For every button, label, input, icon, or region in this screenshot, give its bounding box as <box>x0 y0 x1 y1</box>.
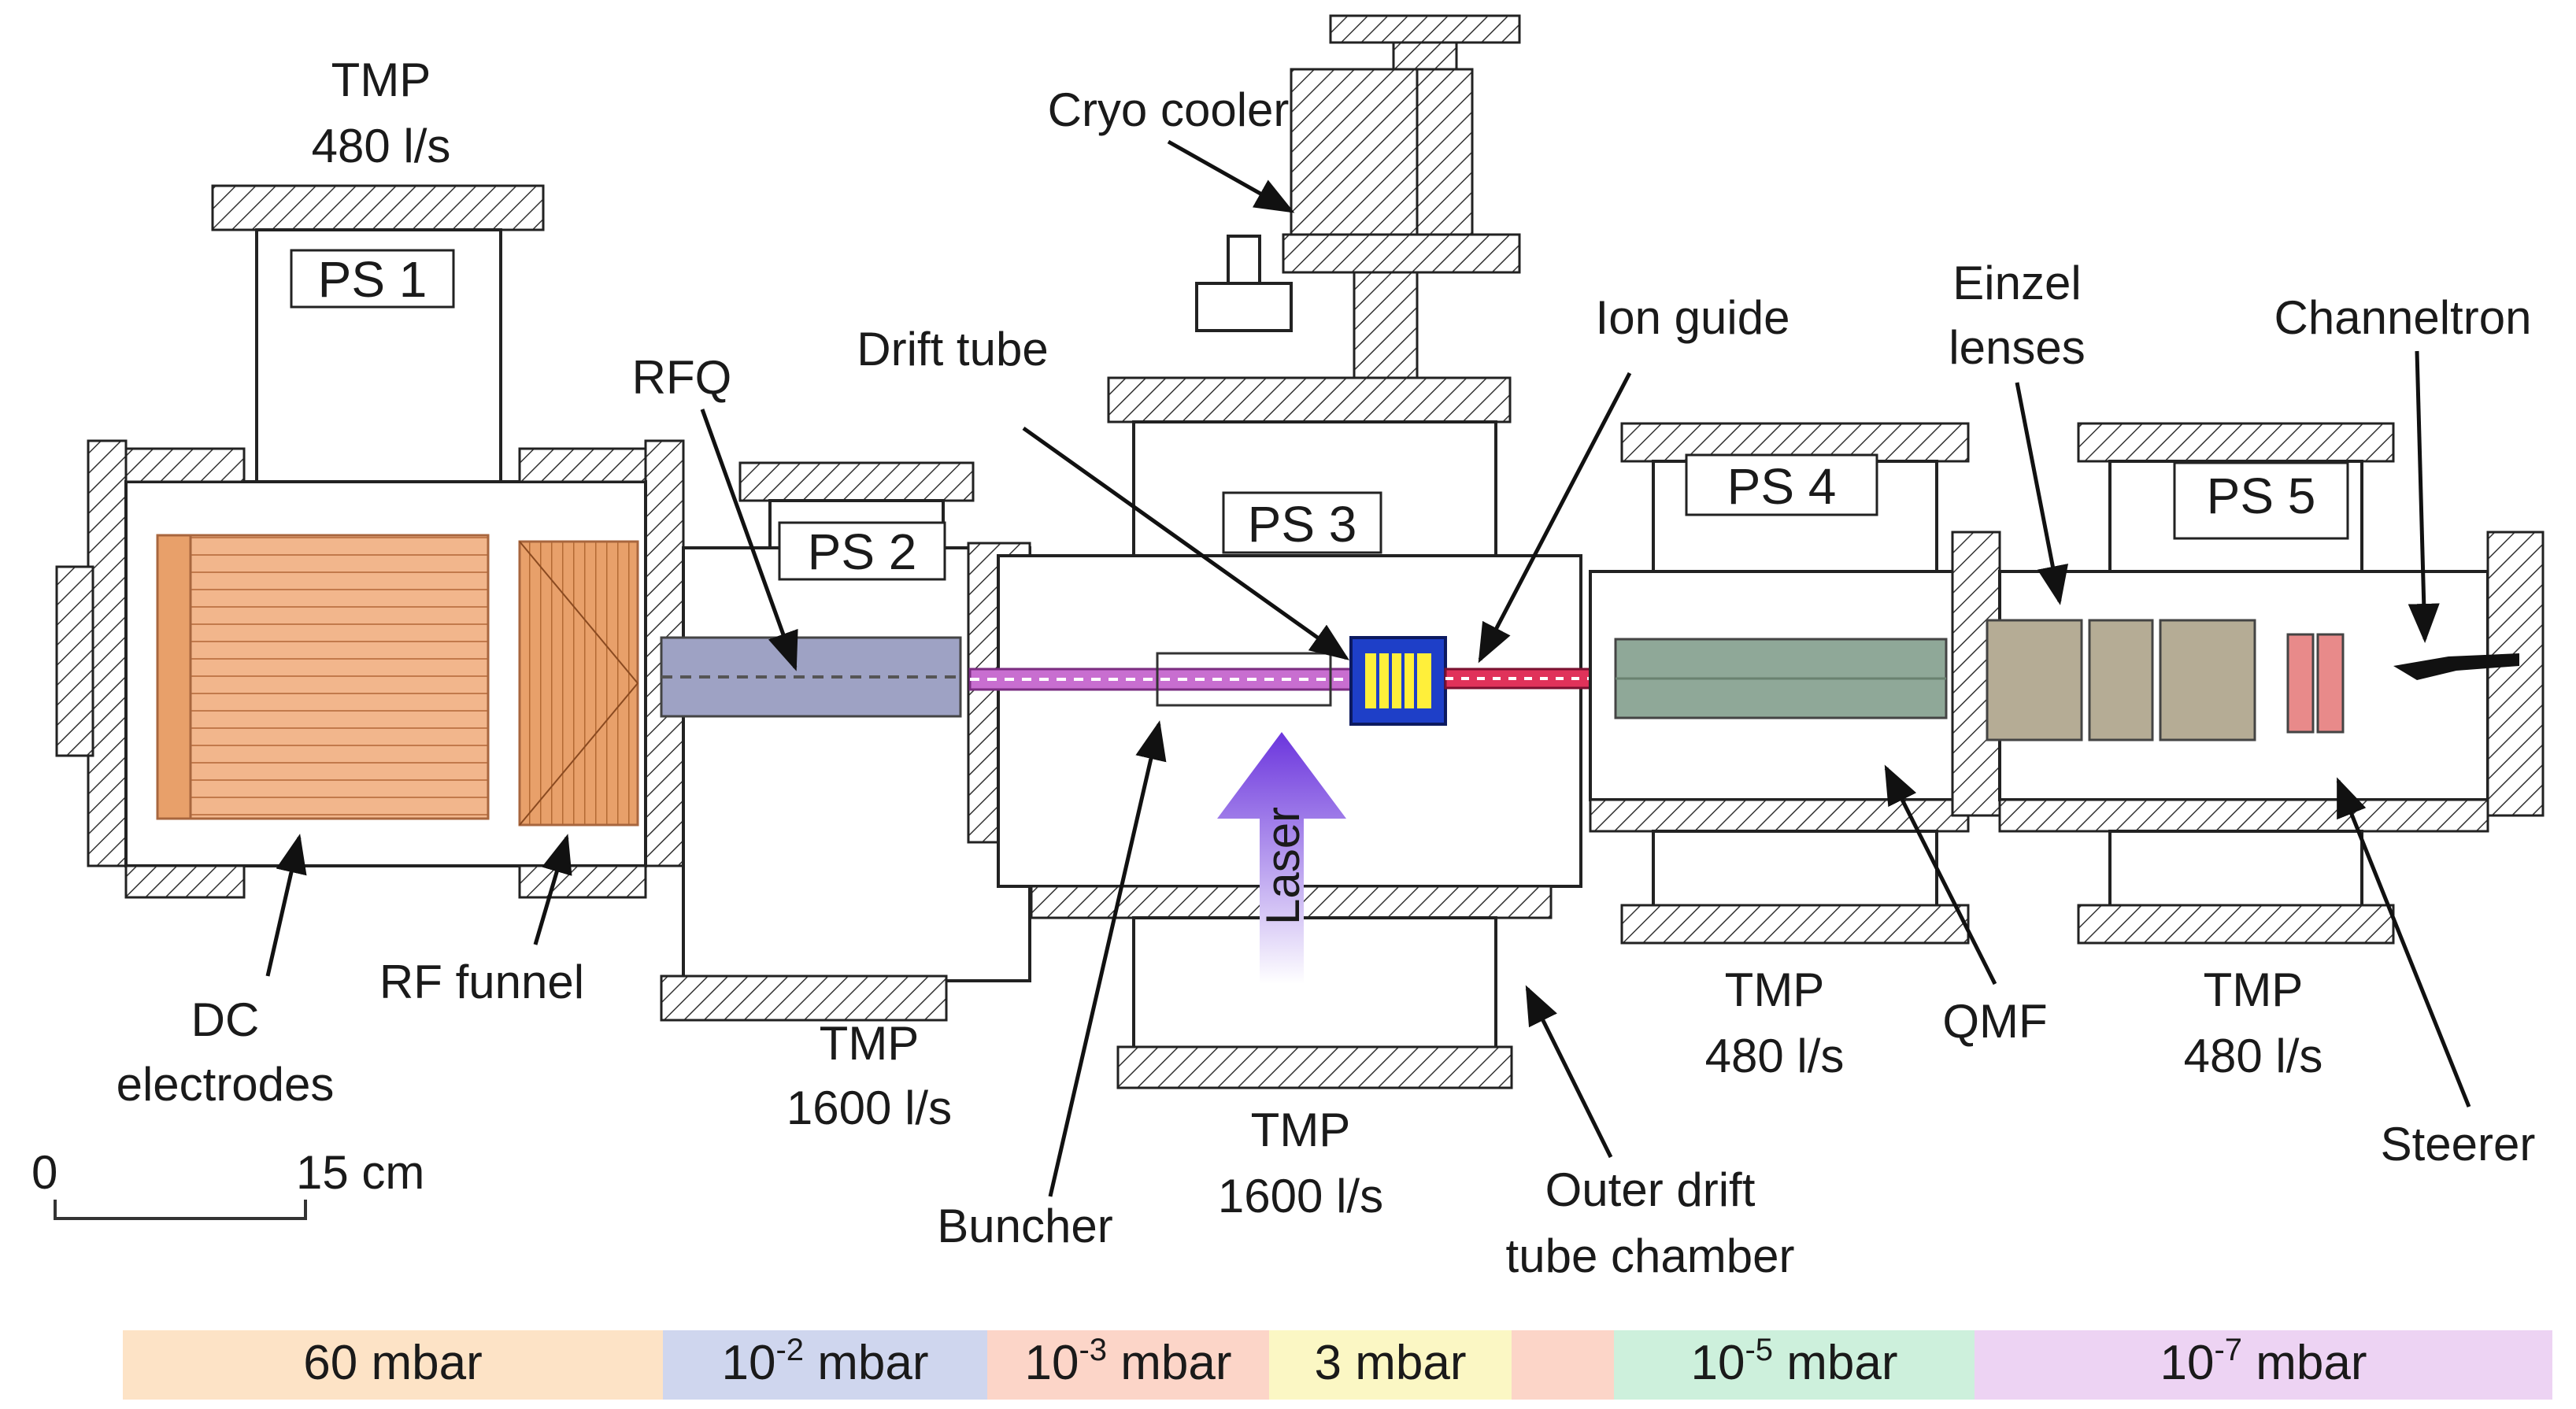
dc-electrodes-cap <box>156 534 192 820</box>
dc-electrodes-label-1: DC <box>191 993 260 1046</box>
ps1-pump-speed: 480 l/s <box>312 120 451 172</box>
rf-funnel-label: RF funnel <box>379 956 584 1008</box>
arrow-outer-drift <box>1525 985 1613 1159</box>
pressure-segment-label: 10-7 mbar <box>2160 1333 2367 1390</box>
dc-electrodes-label-2: electrodes <box>117 1058 335 1111</box>
arrow-drift-tube <box>1022 426 1350 660</box>
pressure-segment <box>1975 1330 2552 1400</box>
pressure-segment-label: 10-2 mbar <box>721 1333 928 1390</box>
scale-end-label: 15 cm <box>296 1146 424 1199</box>
ps5-chamber <box>1951 422 2545 945</box>
cryo-cooler-label: Cryo cooler <box>1048 83 1290 136</box>
pressure-segment <box>1512 1330 1614 1400</box>
arrow-cryo-cooler <box>1167 139 1295 213</box>
ps1-pump-type: TMP <box>331 54 431 106</box>
arrow-qmf <box>1884 764 1997 986</box>
einzel-label-2: lenses <box>1949 321 2085 374</box>
ps3-name: PS 3 <box>1248 496 1357 553</box>
pressure-segment <box>663 1330 987 1400</box>
ps3-chamber <box>968 14 1604 1089</box>
ps4-name: PS 4 <box>1727 458 1837 515</box>
ps4-box: PS 4 <box>1685 453 1878 516</box>
pressure-bar: 60 mbar 10-2 mbar 10-3 mbar 3 mbar 10-5 mbar… <box>123 1330 2552 1400</box>
ion-guide-label: Ion guide <box>1596 291 1790 344</box>
arrow-dc-electrodes <box>265 834 307 977</box>
arrow-einzel <box>2015 382 2069 605</box>
pressure-segment <box>123 1330 663 1400</box>
channeltron <box>2393 653 2519 680</box>
ps5-pump-speed: 480 l/s <box>2184 1030 2323 1082</box>
dc-electrodes <box>156 534 490 820</box>
ion-guide <box>1444 668 1604 690</box>
pressure-segment <box>1614 1330 1975 1400</box>
drift-tube-label: Drift tube <box>857 323 1048 375</box>
ps4-pump-speed: 480 l/s <box>1705 1030 1845 1082</box>
arrow-steerer <box>2336 777 2471 1108</box>
arrow-channeltron <box>2408 350 2440 643</box>
buncher <box>1349 636 1447 726</box>
arrow-buncher <box>1048 720 1167 1197</box>
ps5-pump-type: TMP <box>2204 963 2304 1016</box>
laser-arrow <box>1217 732 1346 984</box>
ps1-name: PS 1 <box>318 251 427 308</box>
einzel-lenses <box>1986 619 2256 741</box>
pressure-segment <box>1269 1330 1512 1400</box>
pressure-segment-label: 3 mbar <box>1315 1336 1467 1390</box>
steerer <box>2286 633 2345 734</box>
pressure-segment <box>987 1330 1269 1400</box>
rf-funnel <box>518 540 639 827</box>
outer-drift-label-1: Outer drift <box>1545 1163 1756 1216</box>
einzel-label-1: Einzel <box>1952 257 2081 309</box>
ps2-pump-type: TMP <box>820 1017 920 1070</box>
scale-start-label: 0 <box>31 1146 57 1199</box>
ps3-box: PS 3 <box>1222 491 1382 554</box>
ps4-pump-type: TMP <box>1725 963 1825 1016</box>
ps1-chamber <box>55 184 685 899</box>
ps1-box: PS 1 <box>290 249 455 309</box>
ps3-pump-type: TMP <box>1251 1104 1351 1156</box>
arrow-rfq <box>700 409 798 671</box>
pressure-segment-label: 60 mbar <box>303 1336 482 1390</box>
ps5-name: PS 5 <box>2207 468 2316 524</box>
ps2-box: PS 2 <box>778 521 946 581</box>
pressure-segment-label: 10-3 mbar <box>1024 1333 1231 1390</box>
arrow-ion-guide <box>1478 372 1632 664</box>
outer-drift-label-2: tube chamber <box>1506 1230 1795 1282</box>
steerer-label: Steerer <box>2381 1118 2536 1170</box>
ps4-chamber <box>1589 422 1970 945</box>
scale-bar: 0 15 cm <box>31 1146 424 1220</box>
ps5-box: PS 5 <box>2173 461 2349 540</box>
pressure-segment-label: 10-5 mbar <box>1690 1333 1897 1390</box>
buncher-label: Buncher <box>937 1200 1112 1252</box>
ps2-name: PS 2 <box>808 523 917 580</box>
cryo-cooler <box>1195 14 1521 471</box>
laser-label: Laser <box>1257 807 1309 925</box>
qmf-label: QMF <box>1942 995 2047 1048</box>
pointer-arrows <box>265 139 2471 1197</box>
arrow-rf-funnel <box>533 834 572 945</box>
ps3-pump-speed: 1600 l/s <box>1218 1170 1383 1222</box>
channeltron-label: Channeltron <box>2274 291 2532 344</box>
ps2-pump-speed: 1600 l/s <box>786 1082 952 1134</box>
rfq-label: RFQ <box>632 351 732 404</box>
